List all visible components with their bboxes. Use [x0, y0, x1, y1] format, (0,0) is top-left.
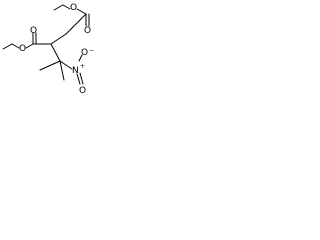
- bond-carbonyl-ch2-chain: [65, 13, 87, 35]
- bond-quaternary-methyl-b: [59, 60, 65, 81]
- nitro-oxygen-minus-charge-label: −: [89, 47, 94, 54]
- bond-quaternary-methyl-a: [39, 60, 61, 71]
- ester-oxygen-top-label: O: [70, 3, 77, 13]
- nitrogen-charge-label: +: [80, 63, 85, 70]
- bond-ch3-ch2-top: [53, 4, 64, 11]
- nitrogen-label: N: [72, 66, 79, 76]
- bond-nitrogen-o-double-b: [76, 73, 81, 85]
- chemical-structure: O O O O N + O − O: [2, 3, 94, 96]
- bond-ch2-o-top: [62, 4, 71, 10]
- bond-nitrogen-o-minus: [78, 54, 83, 62]
- carbonyl-oxygen-top-label: O: [84, 26, 91, 36]
- bond-ch3-ch2-left: [2, 43, 13, 50]
- ester-oxygen-left-label: O: [19, 44, 26, 54]
- bond-o-carbonyl-left: [25, 43, 34, 49]
- bond-ch-quaternary: [50, 43, 61, 62]
- nitro-oxygen-minus-label: O: [81, 48, 88, 58]
- bond-ch2-ch-chain: [50, 33, 67, 45]
- carbonyl-oxygen-left-label: O: [30, 26, 37, 36]
- bond-quaternary-nitrogen: [59, 60, 73, 70]
- nitro-oxygen-double-label: O: [79, 86, 86, 96]
- bond-nitrogen-o-double-a: [79, 72, 84, 85]
- bond-ch2-o-left: [11, 43, 20, 49]
- bond-o-carbonyl-top: [76, 8, 87, 15]
